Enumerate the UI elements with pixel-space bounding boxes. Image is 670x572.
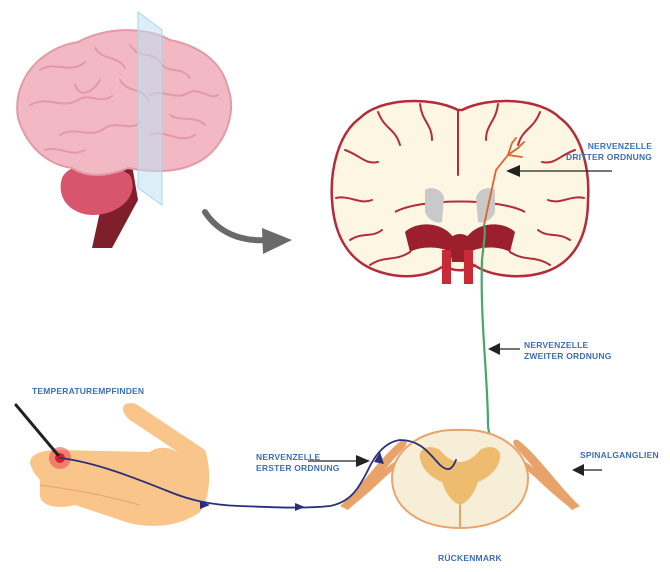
grey-matter <box>419 447 501 505</box>
label-third-order-neuron: NERVENZELLE DRITTER ORDNUNG <box>566 141 653 162</box>
brain-side-view <box>16 11 232 248</box>
section-outline <box>330 99 590 278</box>
basal-region-left <box>405 224 455 252</box>
cortex-folds <box>335 103 585 266</box>
pointer-arrow-first-order <box>308 455 370 467</box>
hand-shape <box>30 403 210 526</box>
cerebellum <box>60 164 133 215</box>
label-temperature-sensing: TEMPERATUREMPFINDEN <box>32 386 145 396</box>
section-plane <box>137 11 163 206</box>
first-order-neuron <box>59 439 457 509</box>
label-first-order-neuron: NERVENZELLE ERSTER ORDNUNG <box>256 452 340 473</box>
brainstem-column-right <box>464 250 473 284</box>
needle <box>14 403 60 457</box>
pointer-arrow-second-order <box>488 343 520 355</box>
label-spinal-cord: RÜCKENMARK <box>438 553 502 563</box>
hand <box>30 403 210 526</box>
brainstem-column-left <box>442 250 451 284</box>
corpus-callosum <box>394 200 526 213</box>
label-second-order-neuron: NERVENZELLE ZWEITER ORDNUNG <box>524 340 612 361</box>
cerebrum <box>16 29 232 176</box>
brain-coronal-section <box>330 99 590 284</box>
spinal-cord <box>340 428 580 530</box>
pointer-arrow-third-order <box>506 165 612 177</box>
spinal-ganglion-left <box>340 439 407 510</box>
direction-arrows <box>200 452 384 511</box>
third-order-neuron <box>483 137 525 226</box>
pointer-arrow-ganglion <box>572 464 602 476</box>
basal-region-right <box>465 224 515 252</box>
spinal-ganglion-right <box>513 439 580 510</box>
curved-arrow-icon <box>202 209 292 254</box>
ventricle-left <box>425 188 444 223</box>
label-spinal-ganglia: SPINALGANGLIEN <box>580 450 659 460</box>
